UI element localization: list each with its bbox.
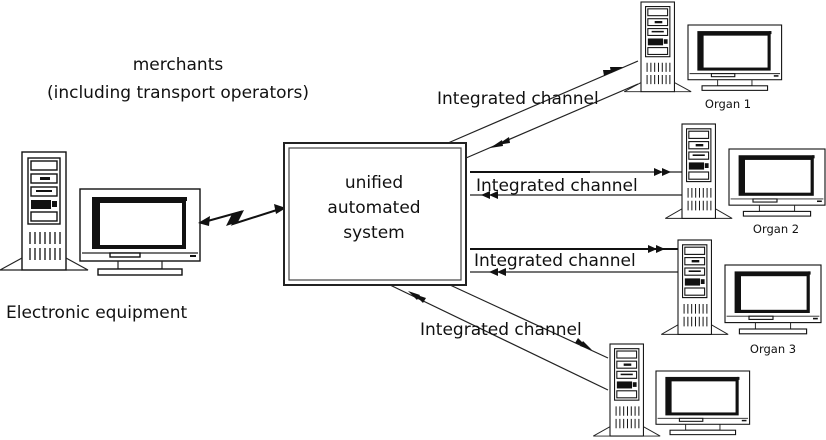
center-box-line2: automated	[327, 198, 420, 218]
merchants-sublabel: (including transport operators)	[47, 83, 309, 103]
channel-label-1: Integrated channel	[437, 89, 599, 109]
unified-automated-system-box	[283, 142, 467, 286]
channel-line-organ-4	[389, 284, 609, 391]
channel-label-3: Integrated channel	[474, 251, 636, 271]
organ-4-computer-icon	[592, 343, 751, 437]
channel-label-2: Integrated channel	[476, 176, 638, 196]
organ-2-computer-icon	[664, 123, 826, 219]
electronic-equipment-label: Electronic equipment	[6, 303, 188, 323]
organ-3-computer-icon	[660, 239, 822, 335]
lightning-link-icon	[198, 204, 286, 226]
center-box-line1: unified	[345, 173, 403, 193]
electronic-equipment-computer-icon	[0, 151, 201, 276]
organ-1-computer-icon	[623, 1, 783, 93]
organ-2-label: Organ 2	[753, 222, 799, 236]
channel-line-organ-3	[470, 245, 680, 276]
center-box-line3: system	[343, 223, 404, 243]
organ-1-label: Organ 1	[705, 97, 751, 111]
channel-label-4: Integrated channel	[420, 320, 582, 340]
channel-line-organ-2	[470, 168, 686, 199]
organ-3-label: Organ 3	[750, 342, 796, 356]
channel-line-organ-1	[447, 60, 639, 159]
merchants-label: merchants	[133, 55, 224, 75]
